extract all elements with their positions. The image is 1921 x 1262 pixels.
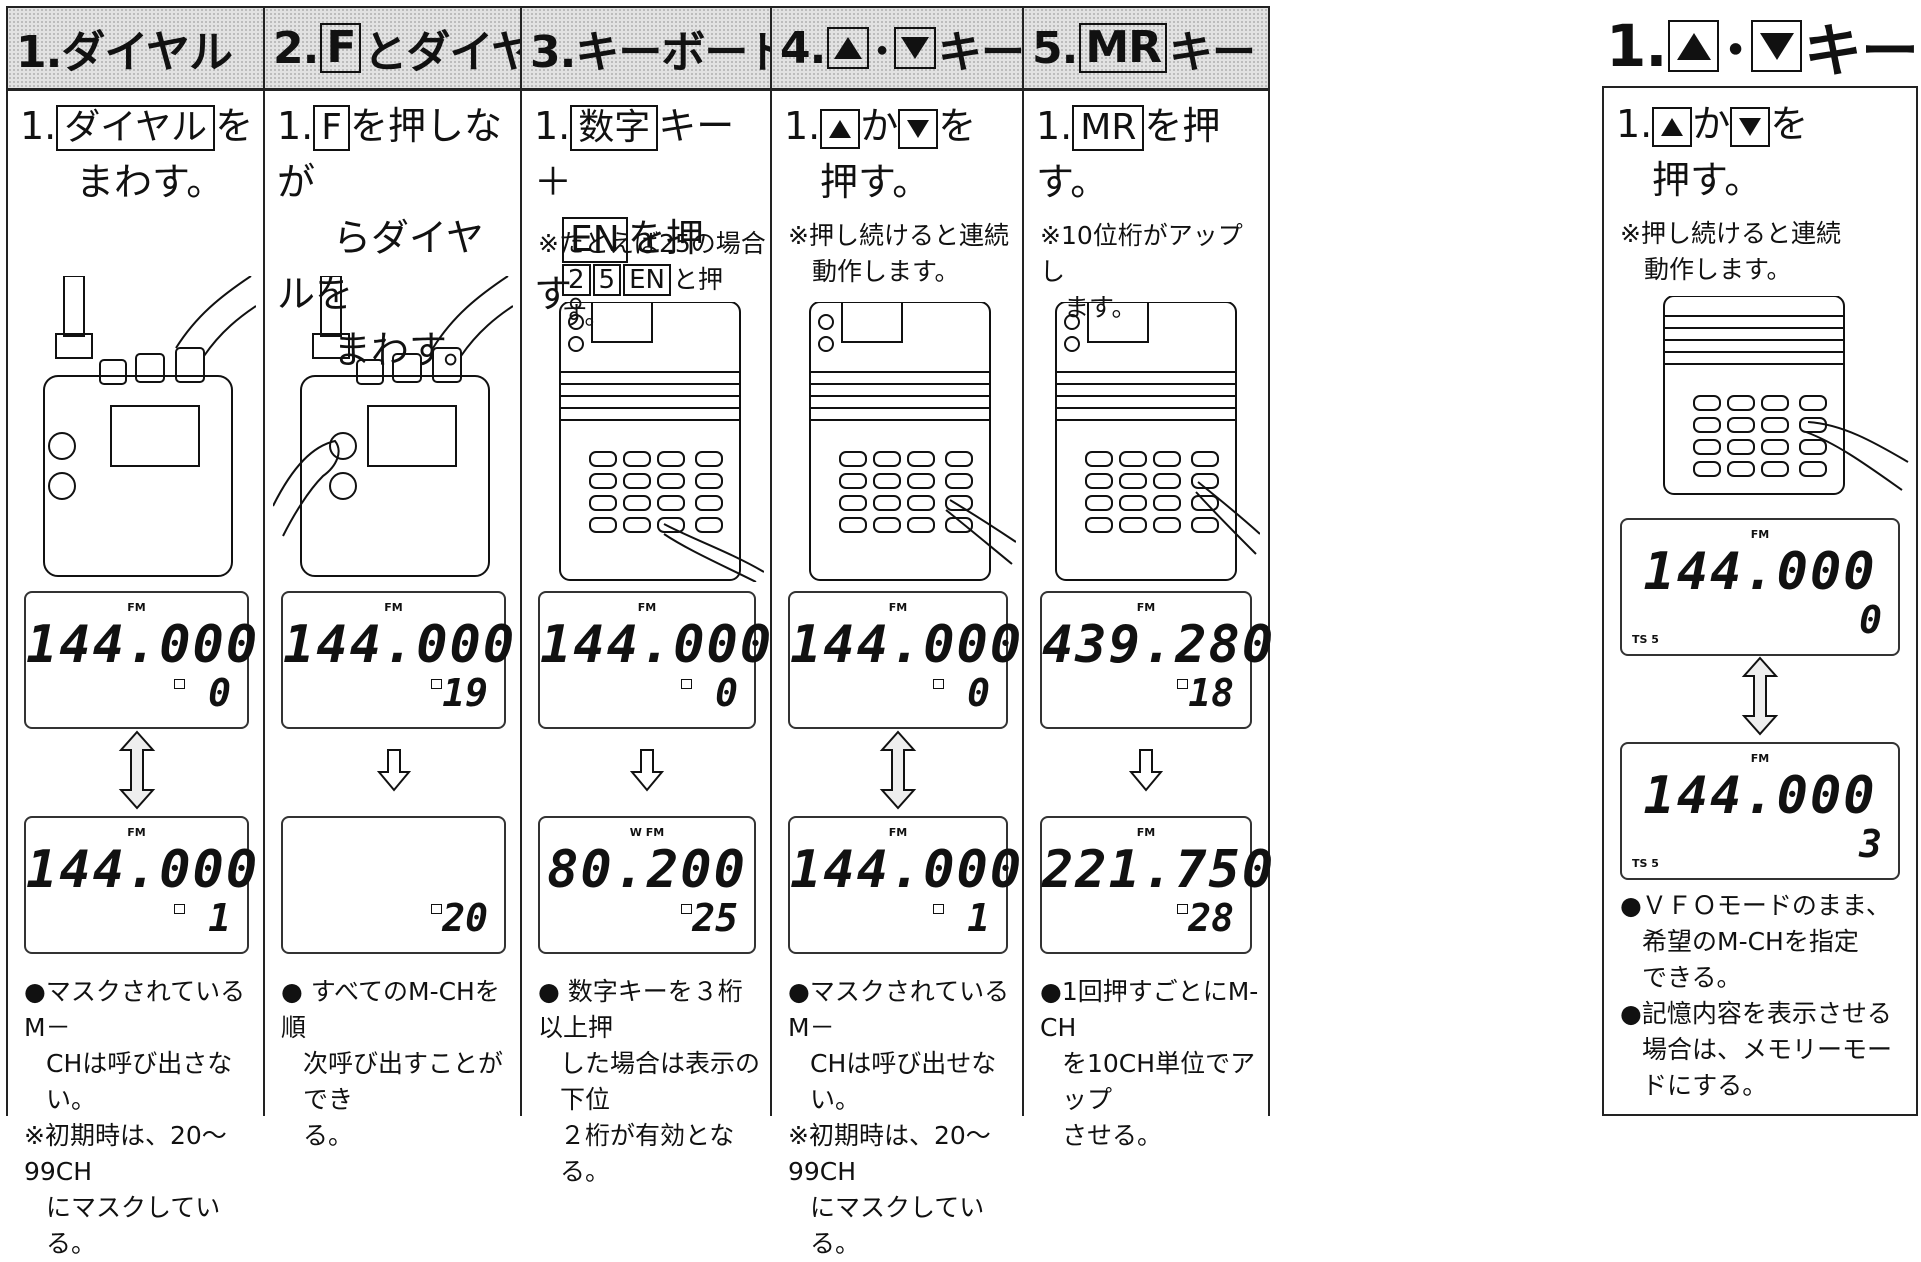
f-key-box: F (320, 22, 362, 74)
step-note: ※押し続けると連続 動作します。 (1620, 219, 1841, 284)
dial-key-box: ダイヤル (56, 105, 216, 151)
panel-heading: 1. ･キー (1602, 6, 1918, 86)
memory-recall-table: 1.ダイヤル 1.ダイヤルを まわす。 (6, 6, 1273, 1258)
en-key-box: EN (623, 264, 671, 296)
column-notes: ●1回押すごとにM-CH を10CH単位でアップ させる。 (1040, 977, 1259, 1150)
mr-key-box: MR (1072, 105, 1145, 151)
en-key-box: EN (562, 217, 628, 263)
lcd-display-bottom: 20 (281, 816, 506, 954)
lcd-display-top: FM 144.000 0 (24, 591, 257, 729)
column-heading: 4. ･キー (772, 6, 1024, 91)
column-notes: ●マスクされているM－ CHは呼び出さない。 ※初期時は、20～99CH にマス… (24, 977, 246, 1258)
down-key-icon (898, 108, 939, 149)
lcd-display-bottom: FM 144.000 1 (24, 816, 257, 954)
memory-icon (431, 679, 442, 689)
memory-icon (1177, 679, 1188, 689)
lcd-display-top: FM 439.280 18 (1040, 591, 1273, 729)
lcd-display-top: FM 144.000 19 (281, 591, 514, 729)
column-up-down-keys: 4. ･キー 1.かを 押す。 ※押し続けると連続 動作します。 (770, 6, 1024, 1258)
radio-dial-illustration (16, 276, 257, 581)
column-notes: ● 数字キーを３桁以上押 した場合は表示の下位 ２桁が有効となる。 (538, 977, 761, 1186)
number-key-box: 数字 (570, 105, 659, 151)
step-text: 1.かを 押す。 (1616, 102, 1809, 202)
double-arrow-icon (1604, 654, 1916, 738)
memory-icon (174, 904, 185, 914)
down-key-icon (894, 27, 936, 69)
down-key-icon (1751, 20, 1802, 72)
down-arrow-icon (522, 728, 772, 812)
lcd-display-bottom: FM 221.750 28 (1040, 816, 1273, 954)
lcd-display-bottom: FM 144.000 1 (788, 816, 1021, 954)
up-key-icon (820, 108, 861, 149)
step-text: 1.ダイヤルを まわす。 (20, 104, 254, 204)
memory-icon (681, 679, 692, 689)
panel-notes: ●ＶＦＯモードのまま、 希望のM-CHを指定 できる。 ●記憶内容を表示させる … (1620, 891, 1893, 1100)
column-dial: 1.ダイヤル 1.ダイヤルを まわす。 (6, 6, 265, 1258)
column-notes: ●マスクされているM－ CHは呼び出せない。 ※初期時は、20～99CH にマス… (788, 977, 1010, 1258)
f-key-box: F (313, 105, 350, 151)
up-key-icon (1668, 20, 1720, 72)
column-heading: 1.ダイヤル (8, 6, 265, 91)
lcd-display-bottom: FM 144.000 3 TS 5 (1620, 742, 1900, 880)
key-5-box: 5 (592, 264, 622, 296)
step-note: ※10位桁がアップし ます。 (1040, 221, 1243, 322)
memory-icon (933, 904, 944, 914)
vfo-mode-panel: 1. ･キー 1.かを 押す。 ※押し続けると連続 動作します。 (1602, 6, 1918, 1116)
mr-key-box: MR (1079, 22, 1168, 74)
panel-box: 1.かを 押す。 ※押し続けると連続 動作します。 (1602, 86, 1918, 1116)
double-arrow-icon (8, 728, 265, 812)
column-heading: 2.Fとダイヤル (265, 6, 522, 91)
key-2-box: 2 (562, 264, 591, 296)
down-key-icon (1730, 106, 1771, 147)
step-note: ※押し続けると連続 動作します。 (788, 221, 1009, 286)
memory-icon (1177, 904, 1188, 914)
up-key-icon (827, 27, 870, 69)
memory-icon (174, 679, 185, 689)
radio-keypad-illustration (1612, 296, 1909, 496)
memory-icon (681, 904, 692, 914)
lcd-display-bottom: W FM 80.200 25 (538, 816, 756, 954)
down-arrow-icon (1024, 728, 1268, 812)
step-text: 1.かを 押す。 (784, 104, 977, 204)
down-arrow-icon (265, 728, 522, 812)
radio-keypad-illustration (780, 302, 1016, 582)
radio-two-hands-illustration (273, 276, 514, 581)
radio-keypad-illustration (1032, 302, 1260, 582)
double-arrow-icon (772, 728, 1024, 812)
lcd-display-top: FM 144.000 0 TS 5 (1620, 518, 1900, 656)
radio-keypad-illustration (530, 302, 764, 582)
lcd-display-top: FM 144.000 0 (788, 591, 1021, 729)
memory-icon (933, 679, 944, 689)
memory-icon (431, 904, 442, 914)
up-key-icon (1652, 106, 1693, 147)
column-heading: 3.キーボード (522, 6, 772, 91)
column-notes: ● すべてのM-CHを順 次呼び出すことができ る。 (281, 977, 504, 1150)
lcd-display-top: FM 144.000 0 (538, 591, 771, 729)
